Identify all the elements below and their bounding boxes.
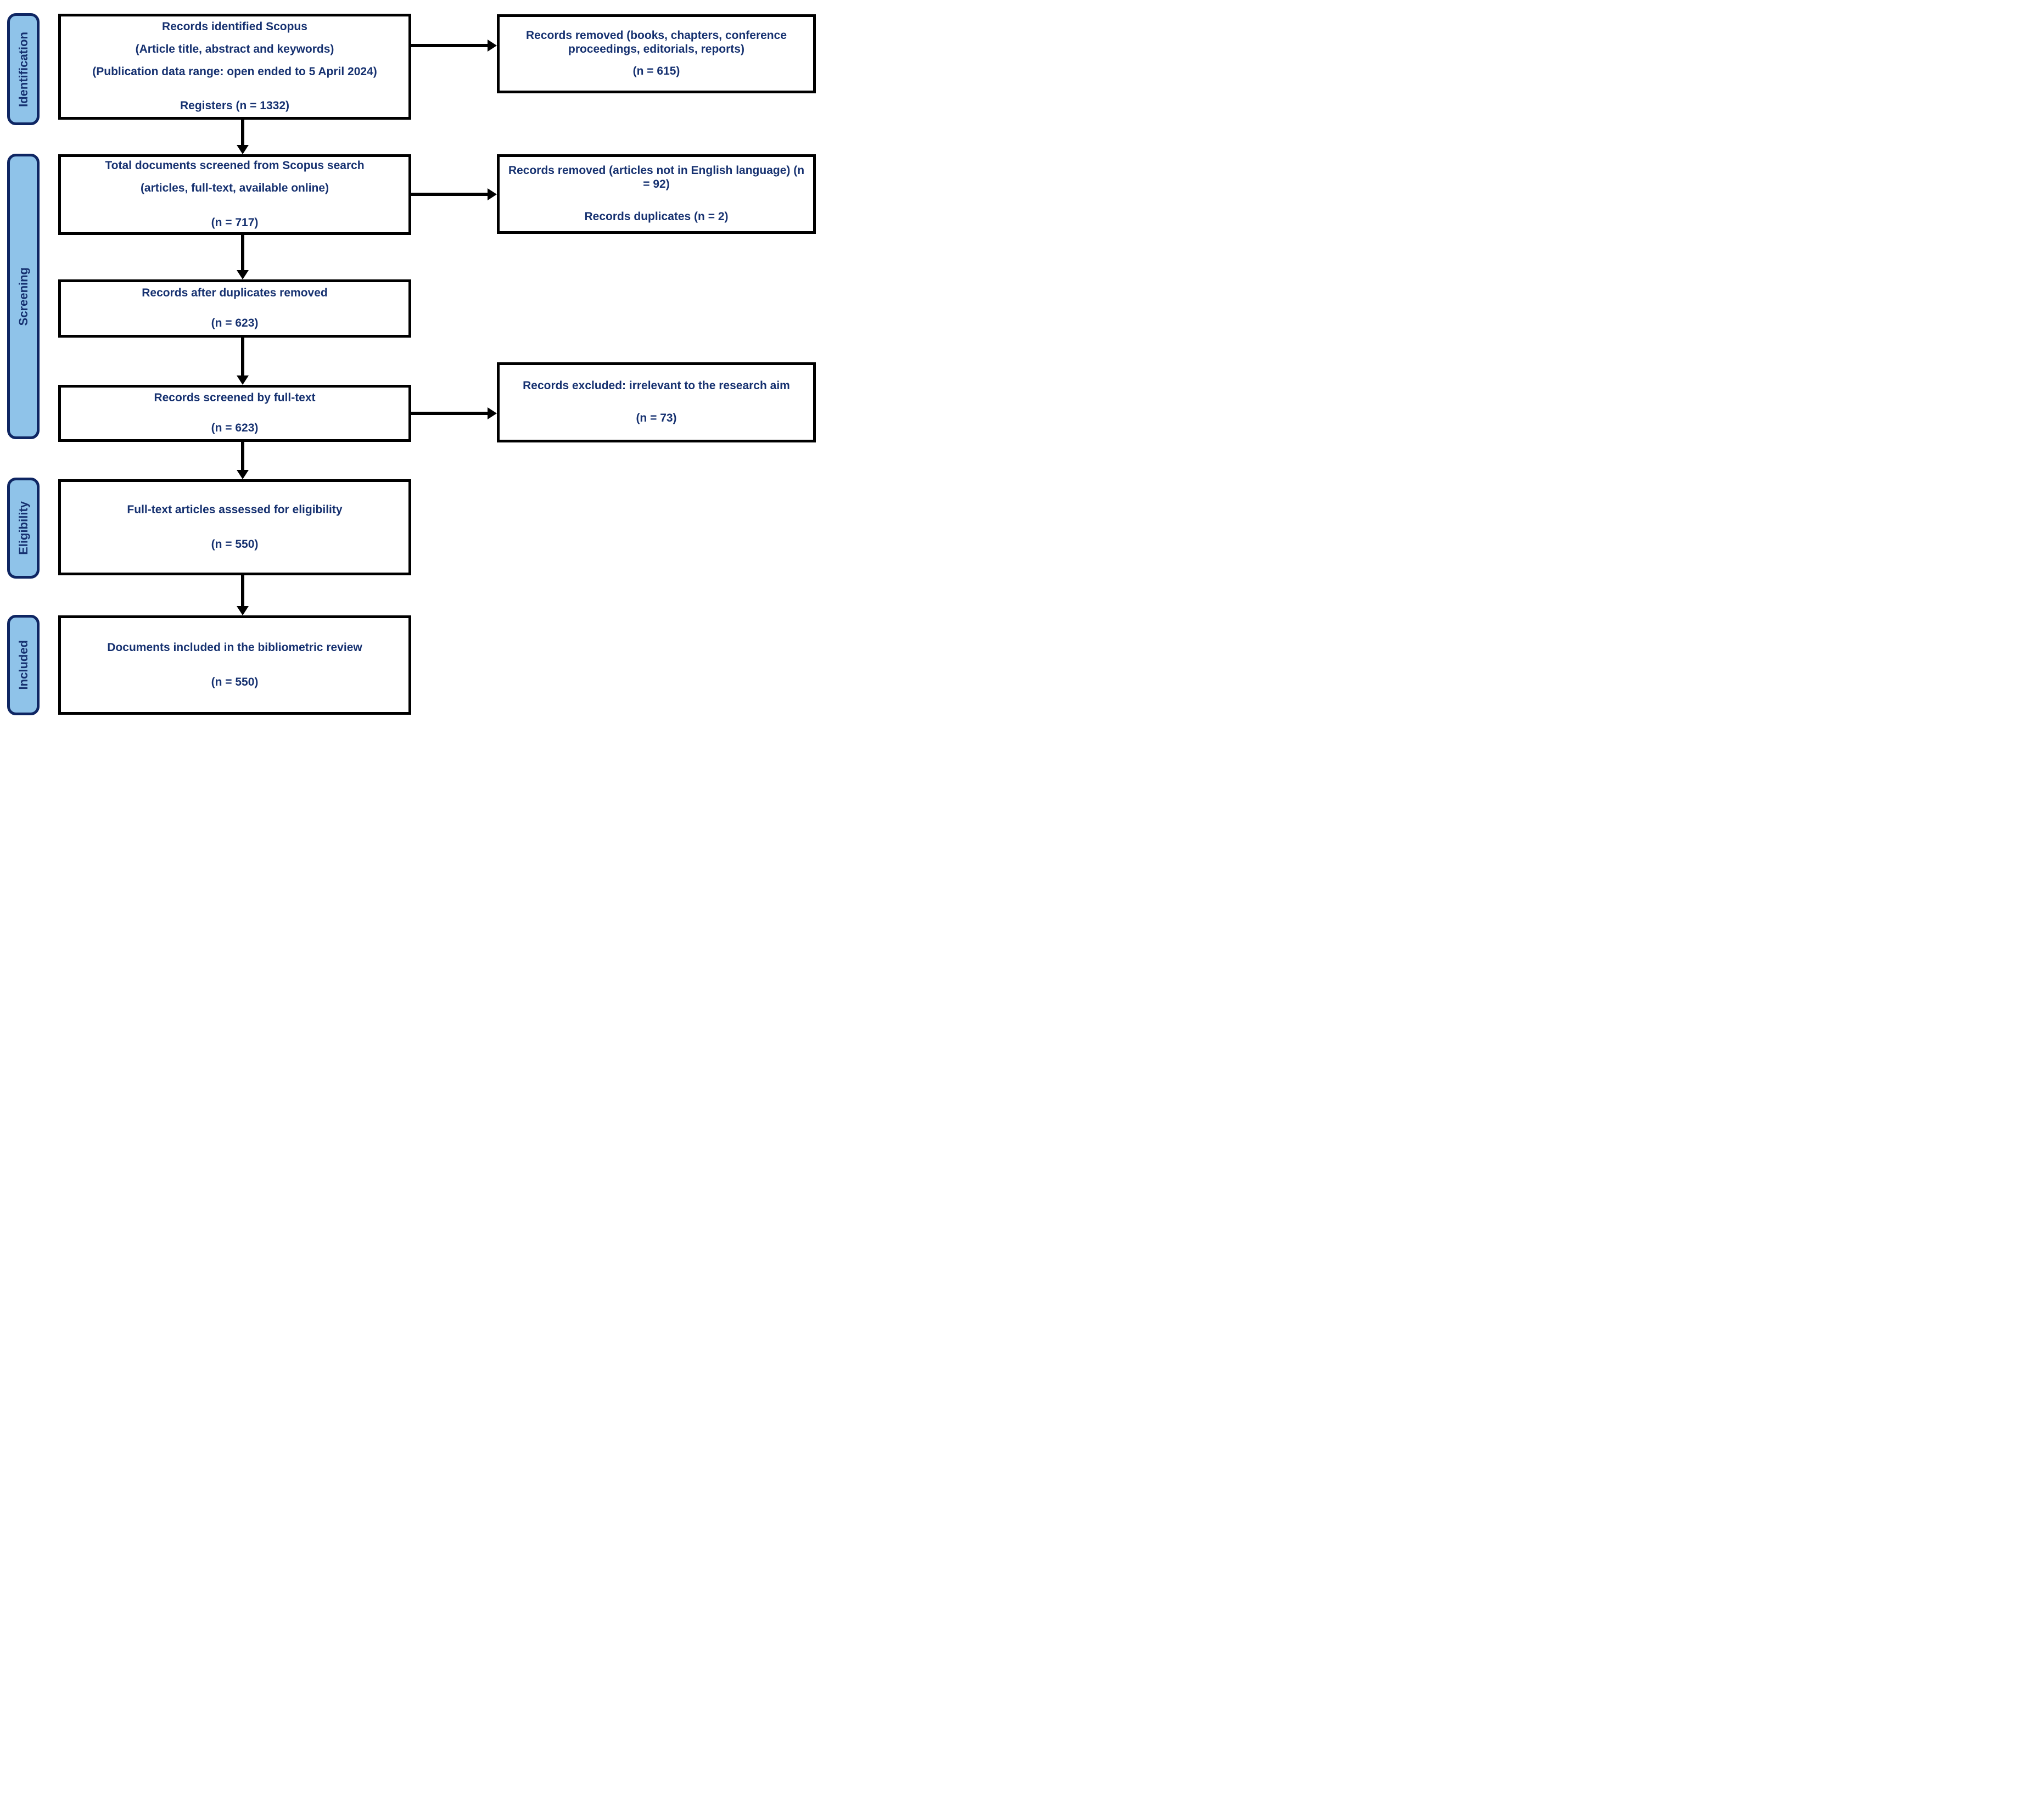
box-excluded-irrelevant-para2: (n = 73) (636, 412, 677, 424)
box-eligibility-assessed-line1: Full-text articles assessed for eligibil… (127, 503, 343, 516)
arrow-fulltext-to-excluded-irrelevant (411, 407, 497, 419)
box-included-review: Documents included in the bibliometric r… (58, 615, 411, 715)
stage-label-included: Included (7, 615, 40, 715)
box-removed-language-para1: Records removed (articles not in English… (508, 164, 805, 191)
prisma-flow-diagram: Identification Screening Eligibility Inc… (0, 0, 817, 725)
box-removed-language: Records removed (articles not in English… (497, 154, 816, 234)
box-records-identified-line1: Records identified Scopus (162, 20, 307, 33)
stage-label-eligibility-text: Eligibility (16, 501, 30, 555)
arrow-screened-to-removed-language (411, 188, 497, 200)
box-included-review-line1: Documents included in the bibliometric r… (107, 641, 362, 654)
box-records-identified-line2: (Article title, abstract and keywords) (135, 42, 334, 55)
box-records-identified-line3: (Publication data range: open ended to 5… (92, 65, 377, 78)
stage-label-screening: Screening (7, 154, 40, 439)
box-excluded-irrelevant-para1: Records excluded: irrelevant to the rese… (523, 379, 790, 393)
box-after-duplicates: Records after duplicates removed (n = 62… (58, 279, 411, 338)
box-fulltext-screened-count: (n = 623) (211, 422, 259, 434)
stage-label-identification-text: Identification (16, 31, 30, 107)
box-excluded-irrelevant: Records excluded: irrelevant to the rese… (497, 362, 816, 442)
arrow-fulltext-to-eligibility (237, 442, 249, 479)
stage-label-screening-text: Screening (16, 267, 30, 326)
arrow-after-duplicates-to-fulltext (237, 338, 249, 385)
box-removed-types-para1: Records removed (books, chapters, confer… (526, 29, 787, 55)
box-records-identified: Records identified Scopus (Article title… (58, 14, 411, 120)
box-removed-language-para2: Records duplicates (n = 2) (584, 210, 729, 223)
box-documents-screened-line1: Total documents screened from Scopus sea… (105, 159, 365, 172)
box-included-review-count: (n = 550) (211, 675, 259, 688)
box-after-duplicates-count: (n = 623) (211, 317, 259, 329)
box-removed-types-para2: (n = 615) (632, 65, 680, 78)
box-fulltext-screened-line1: Records screened by full-text (154, 391, 316, 405)
arrow-identified-to-removed-types (411, 40, 497, 52)
box-fulltext-screened: Records screened by full-text (n = 623) (58, 385, 411, 442)
arrow-eligibility-to-included (237, 575, 249, 615)
stage-label-eligibility: Eligibility (7, 478, 40, 579)
box-eligibility-assessed-count: (n = 550) (211, 537, 259, 551)
box-documents-screened-line2: (articles, full-text, available online) (140, 182, 329, 195)
arrow-screened-to-after-duplicates (237, 235, 249, 279)
box-records-identified-count: Registers (n = 1332) (180, 99, 289, 113)
stage-label-included-text: Included (16, 640, 30, 690)
stage-label-identification: Identification (7, 13, 40, 125)
box-after-duplicates-line1: Records after duplicates removed (142, 287, 328, 300)
box-eligibility-assessed: Full-text articles assessed for eligibil… (58, 479, 411, 575)
box-removed-types: Records removed (books, chapters, confer… (497, 14, 816, 93)
box-documents-screened: Total documents screened from Scopus sea… (58, 154, 411, 235)
box-documents-screened-count: (n = 717) (211, 216, 259, 229)
arrow-identified-to-screened (237, 120, 249, 154)
